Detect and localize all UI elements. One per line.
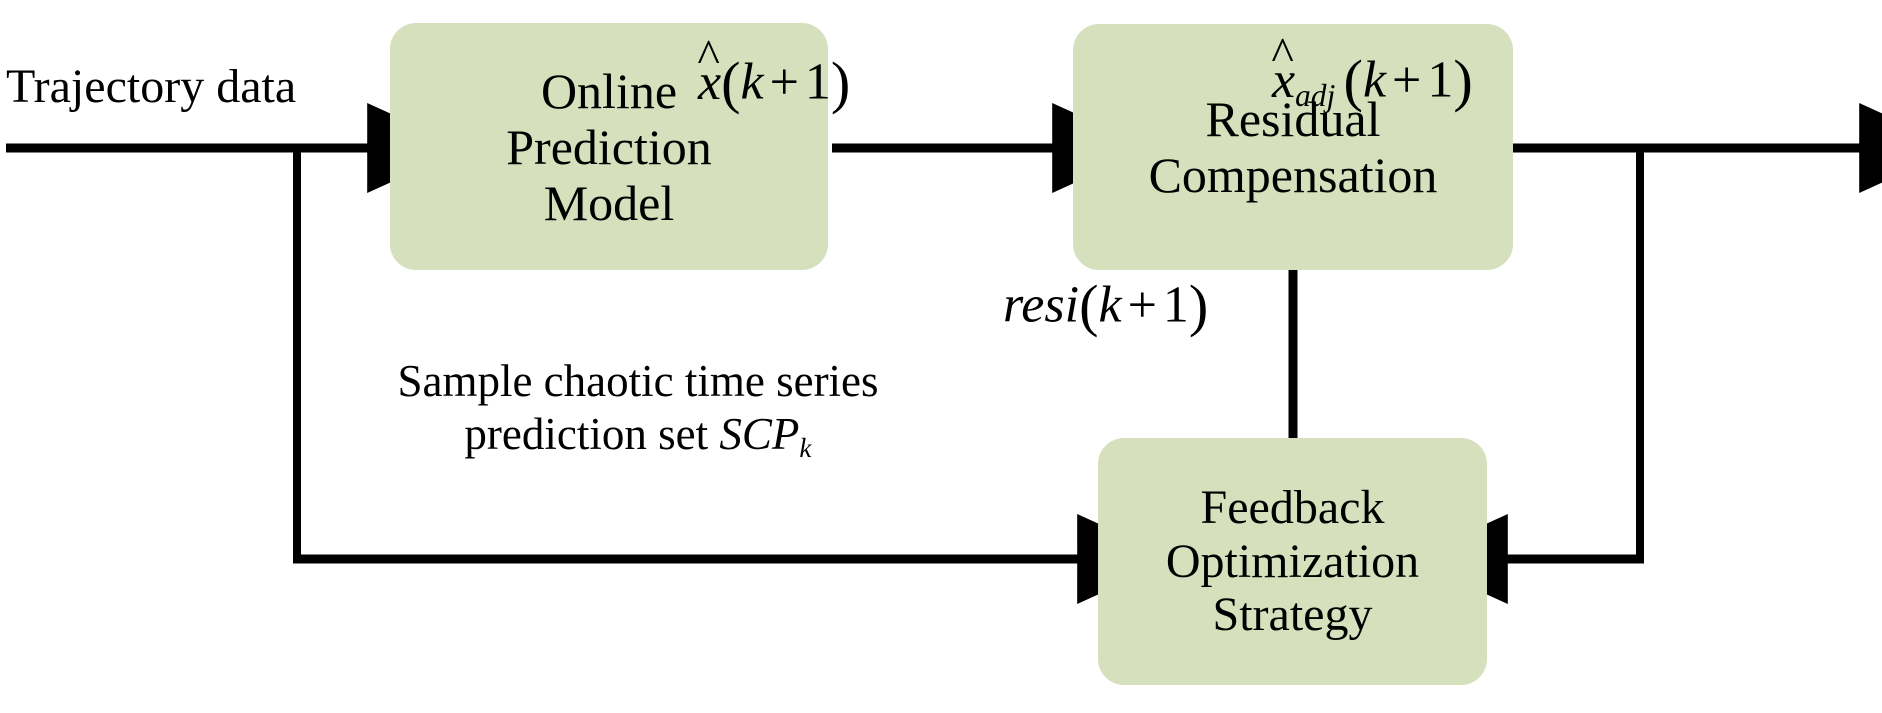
node-label-line: Prediction [506, 118, 712, 175]
node-label-line: Model [543, 174, 675, 231]
label-sample-set-prefix: prediction set [464, 409, 720, 460]
node-label-line: Compensation [1148, 147, 1438, 203]
x-variable: x [698, 53, 722, 111]
node-residual-compensation[interactable]: Residual Compensation [1073, 24, 1513, 270]
open-paren: ( [1343, 48, 1363, 113]
scp-symbol: SCP [719, 409, 800, 460]
node-feedback-optimization-strategy[interactable]: Feedback Optimization Strategy [1098, 438, 1487, 685]
label-trajectory-data: Trajectory data [6, 60, 297, 113]
node-label-line: Strategy [1212, 588, 1373, 642]
open-paren: ( [721, 50, 741, 115]
one-literal: 1 [804, 53, 831, 111]
k-variable: k [1098, 276, 1122, 334]
x-variable: x [1272, 51, 1296, 109]
node-label-line: Optimization [1165, 534, 1420, 588]
k-variable: k [1362, 51, 1387, 109]
resi-symbol: resi [1003, 276, 1080, 334]
plus-operator: + [1127, 276, 1157, 334]
label-sample-set-line1: Sample chaotic time series [397, 356, 879, 406]
open-paren: ( [1079, 273, 1099, 338]
label-sample-set: Sample chaotic time series prediction se… [318, 355, 958, 465]
node-label-line: Online [540, 62, 678, 119]
k-subscript: k [799, 433, 812, 464]
plus-operator: + [1392, 51, 1422, 109]
label-sample-set-line2: prediction set SCPk [318, 408, 958, 465]
label-prediction-output: ^x(k+1) [697, 31, 851, 115]
one-literal: 1 [1427, 51, 1454, 109]
label-residual-signal: resi(k+1) [1003, 275, 1208, 336]
node-online-prediction-model[interactable]: Online Prediction Model [390, 23, 828, 270]
label-trajectory-data-text: Trajectory data [6, 60, 297, 113]
node-label-line: Feedback [1200, 480, 1385, 534]
adj-subscript: adj [1295, 77, 1336, 113]
hat-accent: ^ [697, 29, 720, 83]
k-variable: k [740, 53, 764, 111]
x-hat-symbol: ^x [697, 31, 722, 111]
close-paren: ) [1453, 48, 1473, 113]
node-label-line: Residual [1205, 91, 1381, 147]
one-literal: 1 [1162, 276, 1189, 334]
close-paren: ) [830, 50, 851, 115]
plus-operator: + [769, 53, 799, 111]
label-adjusted-output: ^xadj(k+1) [1271, 29, 1473, 113]
close-paren: ) [1188, 273, 1209, 338]
hat-accent: ^ [1271, 27, 1294, 81]
x-hat-symbol: ^x [1271, 29, 1296, 109]
